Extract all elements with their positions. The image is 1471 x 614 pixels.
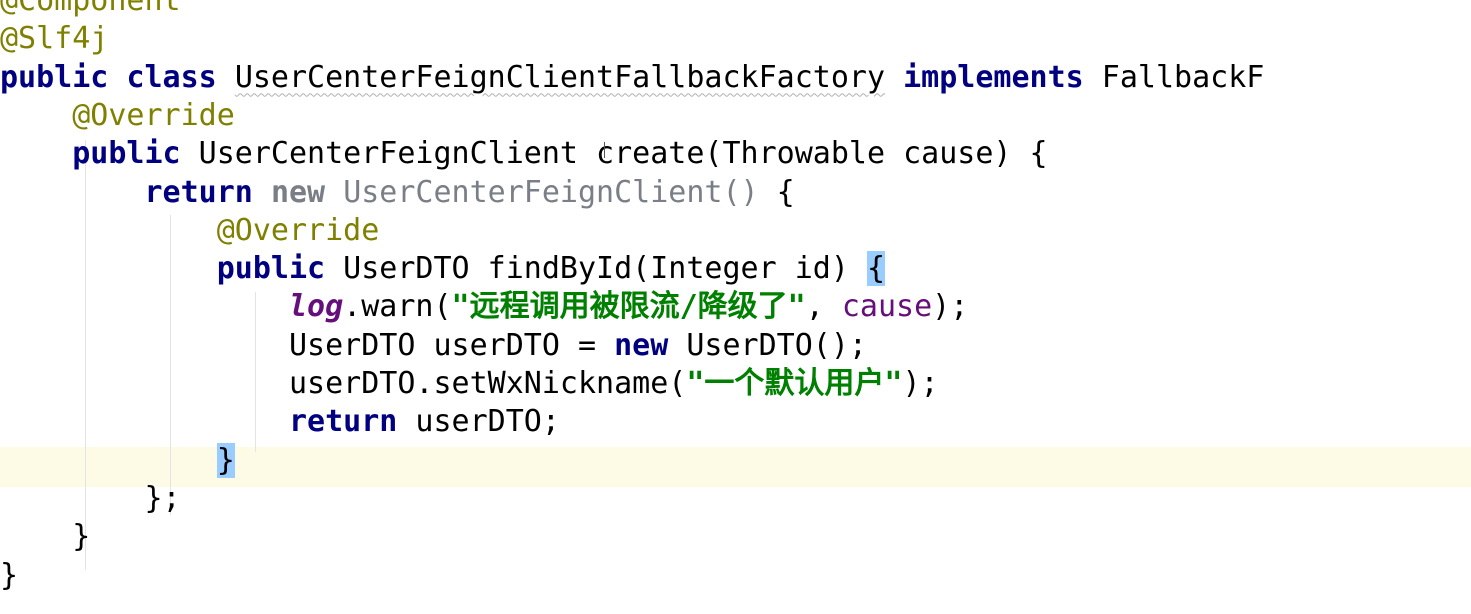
indent-guide-2: [170, 215, 171, 515]
code-token: UserDTO findById(Integer id): [325, 251, 867, 287]
code-line[interactable]: log.warn("远程调用被限流/降级了", cause);: [0, 288, 968, 326]
code-line[interactable]: };: [0, 480, 181, 518]
current-line-highlight: [0, 447, 1471, 487]
code-line[interactable]: }: [0, 557, 18, 595]
matched-brace: }: [216, 442, 235, 478]
code-token: [0, 289, 289, 324]
code-token: [0, 404, 289, 439]
code-token: implements: [903, 59, 1084, 95]
code-token: "远程调用被限流/降级了": [451, 289, 806, 325]
code-token: [325, 175, 343, 210]
code-token: UserCenterFeignClientFallbackFactory: [234, 59, 886, 95]
code-line[interactable]: }: [0, 442, 235, 480]
code-token: [0, 175, 145, 210]
code-token: [253, 175, 271, 210]
code-token: UserCenterFeignClient(): [343, 174, 759, 210]
code-token: UserDTO userDTO =: [0, 327, 615, 363]
code-token: FallbackF: [1083, 59, 1265, 95]
code-token: return: [144, 174, 253, 210]
code-token: @Slf4j: [0, 21, 109, 57]
code-token: .warn(: [343, 289, 452, 325]
code-line[interactable]: return new UserCenterFeignClient() {: [0, 174, 795, 212]
code-token: userDTO.setWxNickname(: [0, 366, 687, 401]
code-token: cause: [841, 289, 933, 325]
code-token: UserDTO();: [668, 327, 867, 363]
mouse-ibeam-cursor: [604, 142, 611, 158]
code-token: public: [72, 136, 181, 172]
code-token: new: [614, 327, 669, 363]
code-token: public: [216, 251, 326, 287]
code-token: [0, 443, 217, 478]
code-token: userDTO;: [397, 404, 560, 440]
code-line[interactable]: userDTO.setWxNickname("一个默认用户");: [0, 365, 939, 403]
code-token: );: [902, 366, 939, 401]
code-line[interactable]: @Slf4j: [0, 20, 108, 58]
code-token: class: [126, 59, 217, 95]
code-token: UserCenterFeignClient create(Throwable c…: [180, 136, 1048, 172]
code-line[interactable]: @Override: [0, 97, 235, 135]
code-token: );: [932, 289, 969, 325]
code-token: log: [288, 289, 344, 325]
code-line[interactable]: @Override: [0, 212, 380, 250]
code-token: [0, 136, 72, 171]
code-line[interactable]: public class UserCenterFeignClientFallba…: [0, 59, 1264, 97]
code-token: {: [758, 174, 795, 210]
code-line[interactable]: }: [0, 518, 90, 556]
indent-guide-1: [85, 140, 86, 570]
code-token: @Component: [0, 0, 181, 18]
code-token: public: [0, 59, 109, 95]
indent-guide-3: [255, 292, 256, 452]
code-token: [0, 251, 217, 286]
code-token: ,: [805, 289, 842, 325]
code-token: [0, 98, 72, 133]
code-line[interactable]: UserDTO userDTO = new UserDTO();: [0, 327, 867, 365]
code-token: @Override: [216, 212, 380, 248]
code-token: return: [288, 404, 398, 440]
code-token: [885, 60, 903, 95]
code-line[interactable]: public UserDTO findById(Integer id) {: [0, 250, 886, 288]
matched-brace: {: [866, 251, 886, 287]
code-token: new: [270, 174, 326, 210]
code-token: @Override: [72, 97, 235, 133]
code-token: [108, 60, 126, 95]
code-token: }: [0, 557, 19, 593]
code-token: };: [0, 480, 181, 516]
code-token: [0, 213, 217, 248]
code-line[interactable]: return userDTO;: [0, 403, 560, 441]
code-line[interactable]: @Component: [0, 0, 181, 20]
code-token: }: [0, 519, 91, 555]
code-line[interactable]: public UserCenterFeignClient create(Thro…: [0, 135, 1048, 173]
code-token: [217, 60, 235, 95]
code-token: "一个默认用户": [686, 366, 903, 401]
